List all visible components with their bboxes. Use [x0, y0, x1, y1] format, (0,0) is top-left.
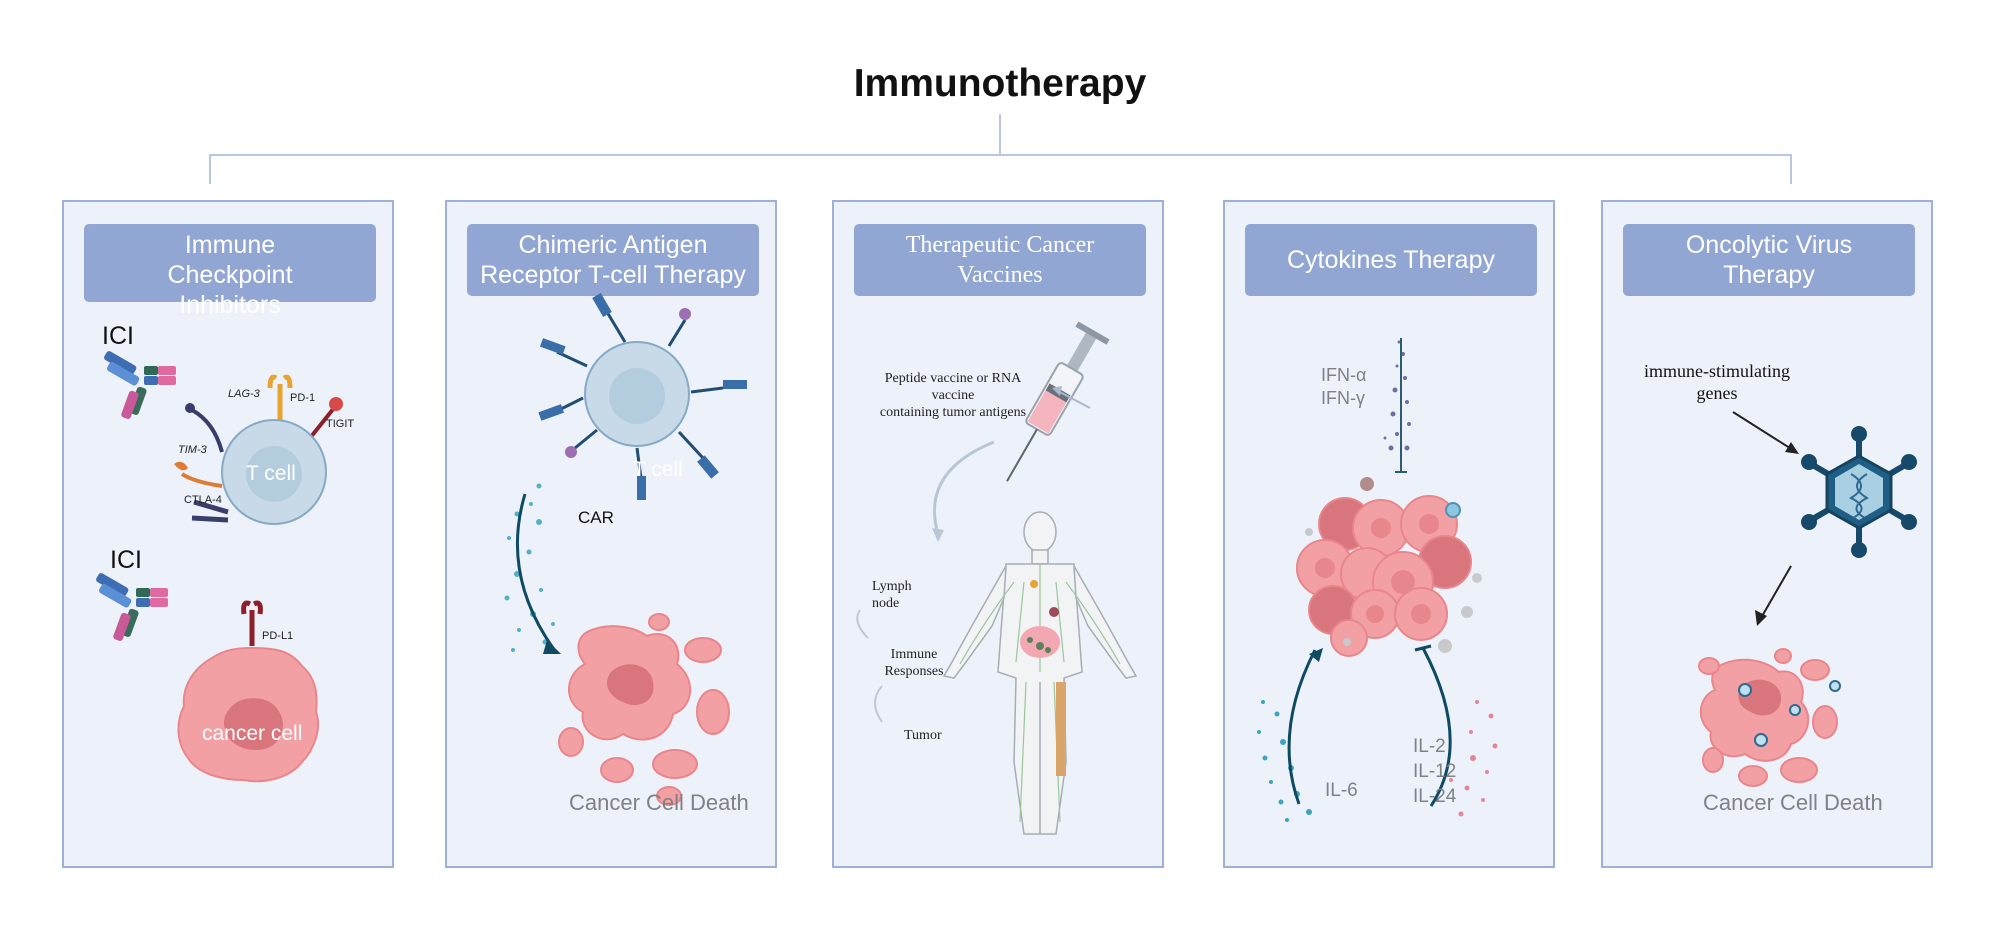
vaccine-label: Peptide vaccine or RNA vaccine containin… — [879, 371, 1027, 420]
immune-stimulating-genes-label: immune-stimulating genes — [1644, 361, 1790, 403]
connector-stem — [999, 114, 1001, 156]
tumor-cluster-icon — [1296, 495, 1472, 657]
diagram-title: Immunotherapy — [853, 62, 1147, 105]
oncolytic-virus-illustration — [1698, 411, 1917, 787]
tim3-label: TIM-3 — [178, 444, 207, 456]
car-t-illustration — [504, 292, 747, 806]
il-group-label: IL-2 IL-12 IL-24 — [1413, 736, 1457, 807]
panel-car-t-cell-therapy: Chimeric Antigen Receptor T-cell Therapy — [445, 200, 777, 868]
panel-header: Oncolytic Virus Therapy — [1623, 224, 1915, 296]
t-cell-label: T cell — [246, 462, 296, 485]
antibody-icon — [104, 351, 176, 419]
panel-header: Chimeric Antigen Receptor T-cell Therapy — [467, 224, 759, 296]
syringe-icon — [1006, 321, 1110, 482]
panel-cytokines-therapy: Cytokines Therapy — [1223, 200, 1555, 868]
panel-header: Therapeutic Cancer Vaccines — [854, 224, 1146, 296]
ifn-label: IFN-α IFN-γ — [1321, 365, 1367, 408]
tumor-label: Tumor — [904, 728, 942, 743]
connector-bar — [209, 154, 1792, 156]
t-cell-label: T cell — [633, 458, 683, 481]
result-label: Cancer Cell Death — [1703, 790, 1883, 815]
antibody-icon — [96, 573, 168, 641]
pdl1-label: PD-L1 — [262, 630, 294, 642]
cancer-cell-label: cancer cell — [202, 722, 303, 745]
ici-label: ICI — [102, 322, 134, 350]
panel-oncolytic-virus-therapy: Oncolytic Virus Therapy — [1601, 200, 1933, 868]
panel-immune-checkpoint-inhibitors: Immune Checkpoint Inhibitors — [62, 200, 394, 868]
checkpoint-illustration — [96, 351, 343, 783]
immune-responses-label: Immune Responses — [884, 647, 944, 679]
lag3-label: LAG-3 — [228, 388, 260, 400]
panel-therapeutic-cancer-vaccines: Therapeutic Cancer Vaccines — [832, 200, 1164, 868]
pd1-label: PD-1 — [290, 392, 316, 404]
human-body-icon — [942, 511, 1138, 835]
virus-icon — [1801, 426, 1917, 558]
cancer-cell-death-icon — [1698, 648, 1838, 787]
ctla4-label: CTLA-4 — [184, 494, 222, 506]
cytokines-illustration — [1257, 338, 1498, 822]
tigit-label: TIGIT — [326, 418, 355, 430]
panel-header: Immune Checkpoint Inhibitors — [84, 224, 376, 319]
panel-header: Cytokines Therapy — [1245, 224, 1537, 296]
cancer-cell-death-icon — [558, 613, 730, 806]
vaccine-illustration — [856, 321, 1138, 835]
connector-drop-right — [1790, 154, 1792, 184]
lymph-node-label: Lymph node — [872, 579, 912, 611]
il6-label: IL-6 — [1325, 780, 1358, 801]
car-label: CAR — [578, 508, 614, 527]
ici-label: ICI — [110, 546, 142, 574]
connector-drop-left — [209, 154, 211, 184]
result-label: Cancer Cell Death — [569, 790, 749, 815]
